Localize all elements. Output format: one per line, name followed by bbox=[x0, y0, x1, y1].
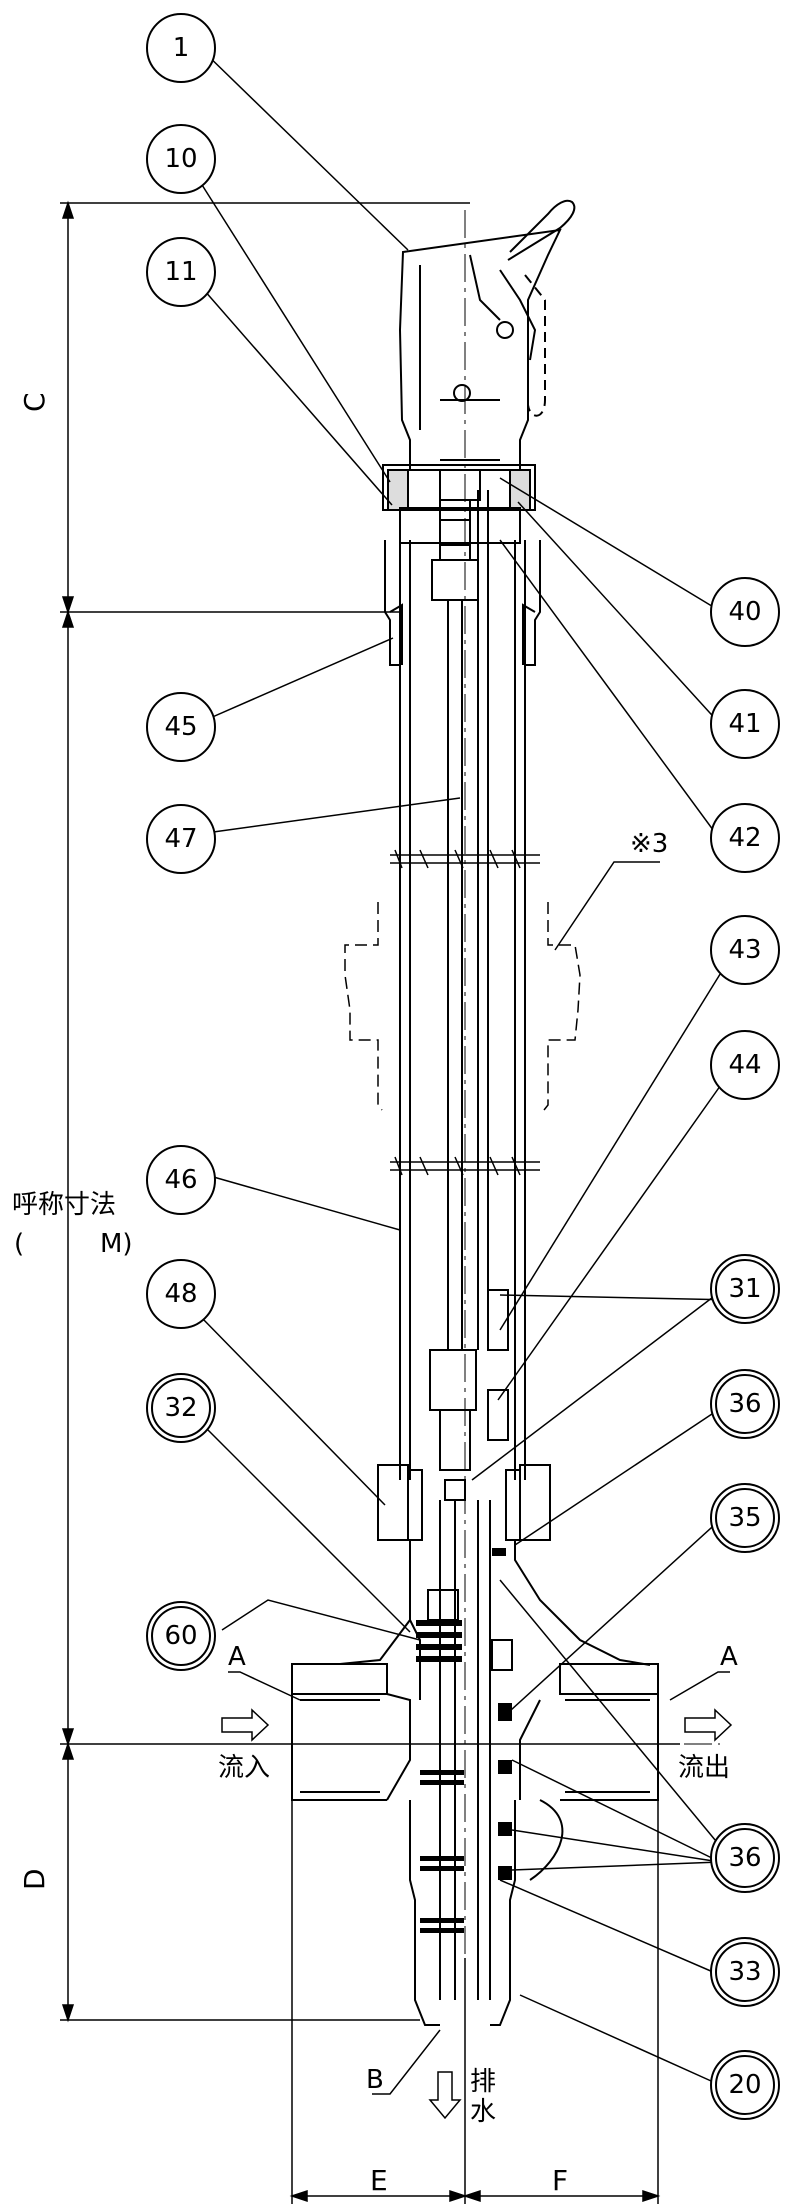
flow-arrows bbox=[221, 1708, 733, 2120]
section-a-left-label: A bbox=[228, 1642, 246, 1672]
dim-d-label: D bbox=[18, 1868, 51, 1890]
packings bbox=[416, 1548, 512, 1933]
operating-handle bbox=[398, 199, 576, 471]
upper-cap bbox=[382, 464, 536, 546]
dim-c-label: C bbox=[18, 392, 51, 412]
section-a-right-label: A bbox=[720, 1642, 738, 1672]
inner-rod bbox=[429, 490, 509, 1501]
inflow-label: 流入 bbox=[218, 1753, 270, 1783]
callout-11-text: 11 bbox=[164, 257, 197, 287]
callout-43-text: 43 bbox=[728, 935, 761, 965]
callout-40 bbox=[710, 577, 780, 647]
callout-1 bbox=[146, 13, 216, 83]
callout-48 bbox=[146, 1259, 216, 1329]
section-markers bbox=[228, 1671, 730, 2095]
callout-42 bbox=[710, 803, 780, 873]
callout-41-text: 41 bbox=[728, 709, 761, 739]
center-lines bbox=[200, 210, 720, 2180]
callout-60-text: 60 bbox=[164, 1621, 197, 1651]
dim-e-label: E bbox=[370, 2164, 388, 2197]
callout-33-text: 33 bbox=[728, 1957, 761, 1987]
callout-10 bbox=[146, 124, 216, 194]
nominal-size-open: ( bbox=[14, 1229, 24, 1259]
riser-pipe bbox=[390, 540, 540, 1480]
drain-label-1: 排 bbox=[470, 2067, 496, 2097]
callout-36a-text: 36 bbox=[728, 1389, 761, 1419]
callout-48-text: 48 bbox=[164, 1279, 197, 1309]
callout-35-text: 35 bbox=[728, 1503, 761, 1533]
callout-47 bbox=[146, 804, 216, 874]
callout-bubbles bbox=[146, 13, 780, 2120]
callout-47-text: 47 bbox=[164, 824, 197, 854]
drain-arrow-icon bbox=[428, 2071, 462, 2120]
callout-45-text: 45 bbox=[164, 712, 197, 742]
dim-f-label: F bbox=[552, 2164, 568, 2197]
valve-body bbox=[291, 1540, 659, 2026]
callout-10-text: 10 bbox=[164, 144, 197, 174]
callout-31-text: 31 bbox=[728, 1274, 761, 1304]
callout-32-text: 32 bbox=[164, 1393, 197, 1423]
callout-46 bbox=[146, 1145, 216, 1215]
outflow-label: 流出 bbox=[678, 1753, 730, 1783]
callout-45 bbox=[146, 692, 216, 762]
lower-nut bbox=[377, 1464, 551, 1541]
note-3-leader bbox=[554, 861, 660, 951]
optional-enclosure bbox=[344, 902, 581, 1111]
callout-11 bbox=[146, 237, 216, 307]
valve-stem bbox=[427, 1500, 513, 2000]
callout-43 bbox=[710, 915, 780, 985]
callout-46-text: 46 bbox=[164, 1165, 197, 1195]
inflow-arrow-icon bbox=[221, 1708, 270, 1742]
callout-40-text: 40 bbox=[728, 597, 761, 627]
leader-lines bbox=[196, 47, 736, 2086]
nominal-size-label: 呼称寸法 bbox=[12, 1190, 116, 1220]
nominal-size-close: M) bbox=[100, 1229, 133, 1259]
callout-1-text: 1 bbox=[173, 33, 190, 63]
callout-44-text: 44 bbox=[728, 1050, 761, 1080]
drain-label-2: 水 bbox=[470, 2097, 496, 2127]
callout-42-text: 42 bbox=[728, 823, 761, 853]
callout-44 bbox=[710, 1030, 780, 1100]
outflow-arrow-icon bbox=[684, 1708, 733, 1742]
b-label: B bbox=[366, 2065, 384, 2095]
dimension-lines bbox=[60, 200, 680, 2204]
callout-41 bbox=[710, 689, 780, 759]
callout-36b-text: 36 bbox=[728, 1843, 761, 1873]
note-3-label: ※3 bbox=[630, 829, 668, 859]
callout-20-text: 20 bbox=[728, 2070, 761, 2100]
